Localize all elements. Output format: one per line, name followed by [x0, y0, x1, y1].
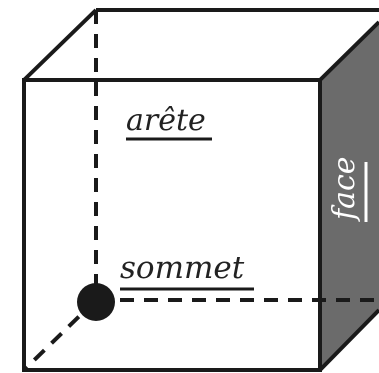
vertex-label: sommet [120, 250, 245, 286]
vertex-dot [77, 283, 115, 321]
edge-label: arête [126, 103, 206, 138]
visible-edges [22, 8, 379, 372]
hidden-edge-diagonal [22, 298, 98, 372]
side-edge-bottom [318, 308, 379, 372]
side-face [320, 22, 379, 370]
top-edge-left [22, 8, 98, 82]
top-edge-right [318, 20, 379, 82]
hidden-edges [22, 10, 379, 372]
face-label: face [327, 156, 362, 222]
front-face [22, 78, 322, 372]
